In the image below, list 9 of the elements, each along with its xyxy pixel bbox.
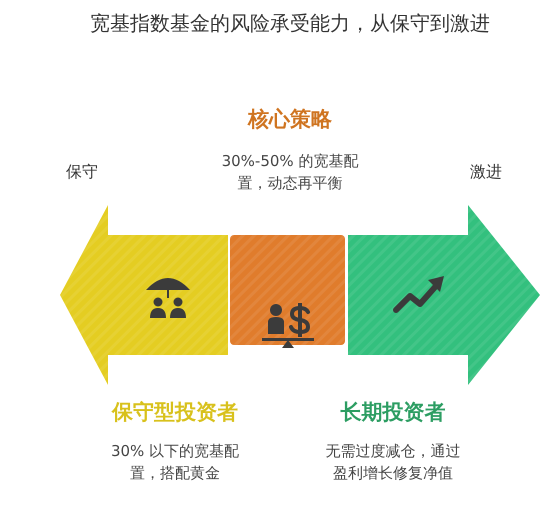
title: 宽基指数基金的风险承受能力，从保守到激进	[89, 10, 491, 37]
heading: 核心策略	[246, 106, 333, 133]
heading: 长期投资者	[340, 399, 446, 426]
description-text: 无需过度减仓，通过盈利增长修复净值	[324, 441, 462, 484]
description-text: 30%-50% 的宽基配置，动态再平衡	[220, 151, 360, 194]
description-text: 30% 以下的宽基配置，搭配黄金	[110, 441, 240, 484]
axis-end-label: 保守	[66, 162, 98, 183]
heading: 保守型投资者	[110, 399, 239, 426]
axis-end-label: 激进	[470, 162, 502, 183]
